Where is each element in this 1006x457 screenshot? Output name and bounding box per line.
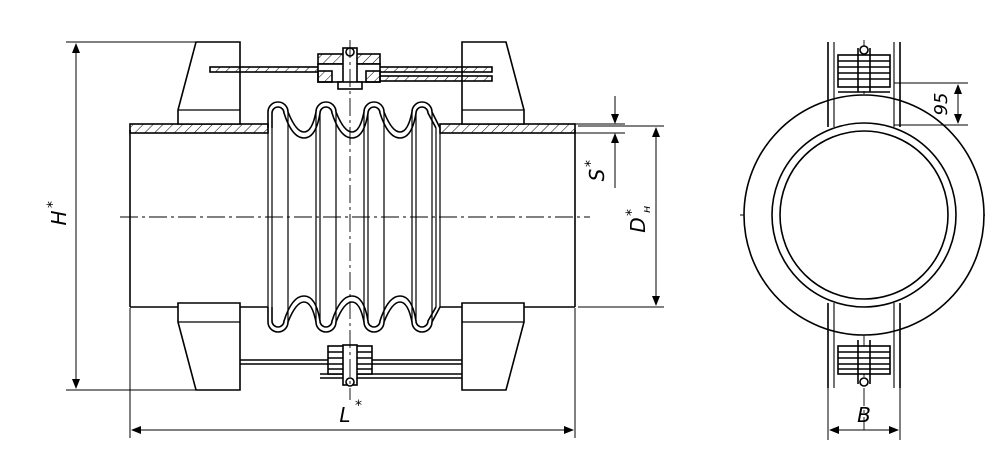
bellows-bottom-inner xyxy=(271,295,437,328)
label-h-sup: * xyxy=(45,201,61,208)
side-view xyxy=(743,42,985,388)
label-d: D * н xyxy=(624,206,653,233)
dimensions-front xyxy=(66,41,664,438)
label-b-text: B xyxy=(857,403,871,427)
label-d-sup: * xyxy=(624,209,640,216)
flange-outer xyxy=(743,94,985,336)
label-s: S * xyxy=(583,160,609,181)
label-d-sub: н xyxy=(640,206,653,213)
bellows-top-inner xyxy=(271,106,437,139)
dimensions-side xyxy=(827,82,968,440)
label-h-main: H xyxy=(47,210,71,225)
label-l: L * xyxy=(339,398,362,427)
label-95-text: 95 xyxy=(931,93,952,116)
bottom-tie-rod xyxy=(240,344,462,387)
pipe-inner xyxy=(779,130,949,300)
bottom-right-lug xyxy=(461,302,525,391)
label-d-main: D xyxy=(626,217,650,232)
label-b: B xyxy=(857,403,871,427)
label-h: H * xyxy=(45,201,71,226)
pipe-body xyxy=(129,130,576,308)
side-bottom-bolt-stack xyxy=(837,340,891,387)
top-tie-rod xyxy=(209,47,493,90)
pipe-outer xyxy=(771,122,957,308)
label-l-sup: * xyxy=(355,398,362,414)
top-left-lug xyxy=(177,41,241,125)
top-right-lug xyxy=(461,41,525,125)
side-top-bolt-stack xyxy=(837,45,891,93)
label-s-sup: * xyxy=(583,160,599,167)
front-view xyxy=(129,41,576,391)
bottom-left-lug xyxy=(177,302,241,391)
label-s-main: S xyxy=(585,168,609,181)
label-95: 95 xyxy=(931,93,952,116)
bellows-bottom-profile xyxy=(267,301,441,333)
bellows-top-profile xyxy=(267,101,441,133)
label-l-main: L xyxy=(339,403,350,427)
